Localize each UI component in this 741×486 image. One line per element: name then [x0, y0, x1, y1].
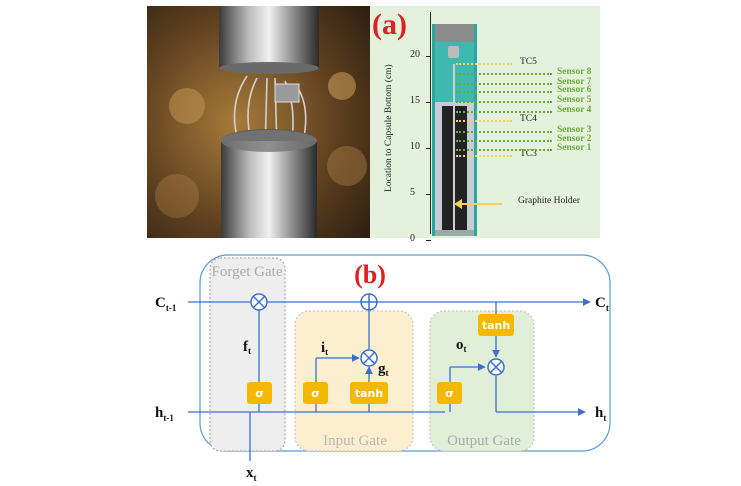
input-multiply-icon: [360, 349, 378, 367]
sensor-line: [456, 139, 552, 142]
thermocouple-line: [456, 63, 512, 66]
sensor-label: Sensor 6: [557, 84, 592, 95]
lower-cylinder: [221, 141, 317, 238]
output-sigma-box: σ: [437, 382, 462, 404]
sensor-label: Sensor 5: [557, 95, 592, 106]
panel-b-label: (b): [354, 260, 386, 289]
output-multiply-icon: [487, 358, 505, 376]
y-axis-line: [430, 12, 431, 234]
arrow-head-icon: [454, 199, 462, 209]
input-tanh-box: tanh: [350, 382, 388, 404]
svg-text:tanh: tanh: [482, 319, 510, 332]
thermocouple-label: TC3: [520, 149, 537, 160]
capsule-photo: [147, 6, 370, 238]
thermocouple-line: [456, 155, 512, 158]
y-tick-label: 10: [410, 141, 420, 152]
y-tick-mark: [426, 148, 431, 149]
output-gate-label: Output Gate: [447, 433, 521, 449]
upper-cylinder: [219, 6, 319, 68]
sensor-label: Sensor 7: [557, 76, 592, 87]
graphite-holder-arrow: [458, 203, 502, 205]
forget-multiply-icon: [250, 293, 268, 311]
y-tick-mark: [426, 240, 431, 241]
thermocouple-line: [456, 120, 512, 123]
sensor-label: Sensor 4: [557, 105, 592, 116]
g-signal-label: gt: [378, 361, 389, 378]
y-tick-mark: [426, 194, 431, 195]
output-tanh-box: tanh: [478, 314, 514, 336]
sensor-line: [456, 82, 552, 85]
svg-text:tanh: tanh: [355, 387, 383, 400]
y-tick-label: 20: [410, 49, 420, 60]
graphite-holder-label: Graphite Holder: [518, 196, 580, 206]
y-tick-mark: [426, 56, 431, 57]
sensor-line: [456, 90, 552, 93]
c-out-label: Ct: [595, 295, 609, 313]
forget-sigma-box: σ: [247, 382, 272, 404]
input-sigma-box: σ: [303, 382, 328, 404]
thermocouple-label: TC5: [520, 57, 537, 68]
sensor-label: Sensor 3: [557, 124, 592, 135]
y-tick-label: 15: [410, 95, 420, 106]
input-gate-box: [294, 310, 414, 452]
sensor-label: Sensor 2: [557, 133, 592, 144]
y-axis-label: Location to Capsule Bottom (cm): [384, 64, 394, 192]
y-tick-label: 5: [410, 187, 415, 198]
input-gate-label: Input Gate: [323, 433, 387, 449]
lstm-diagram: σ σ tanh σ tanh (b) Forget Gate Input Ga…: [155, 254, 611, 483]
sensor-line: [456, 111, 552, 114]
svg-text:σ: σ: [445, 387, 454, 400]
sensor-line: [456, 101, 552, 104]
lstm-cell-border: [199, 254, 611, 452]
sensor-line: [456, 148, 552, 151]
y-tick-label: 0: [410, 233, 415, 244]
sensor-label: Sensor 1: [557, 142, 592, 153]
thermocouple-label: TC4: [520, 114, 537, 125]
h-prev-label: ht-1: [155, 405, 174, 423]
svg-text:σ: σ: [255, 387, 264, 400]
svg-text:σ: σ: [311, 387, 320, 400]
sensor-line: [456, 72, 552, 75]
f-signal-label: ft: [243, 339, 251, 356]
sensor-line: [456, 130, 552, 133]
c-prev-label: Ct-1: [155, 295, 177, 313]
sensor-layout-panel: (a) 0 5 10 15 20 Location to Capsule Bottom …: [370, 6, 600, 244]
h-out-label: ht: [595, 405, 606, 423]
x-input-label: xt: [246, 465, 257, 483]
forget-gate-label: Forget Gate: [212, 264, 283, 280]
i-signal-label: it: [321, 340, 328, 357]
cell-add-icon: [360, 293, 378, 311]
y-tick-mark: [426, 102, 431, 103]
panel-a-label: (a): [372, 8, 407, 41]
output-gate-box: [429, 310, 535, 452]
o-signal-label: ot: [456, 337, 467, 354]
sensor-label: Sensor 8: [557, 66, 592, 77]
